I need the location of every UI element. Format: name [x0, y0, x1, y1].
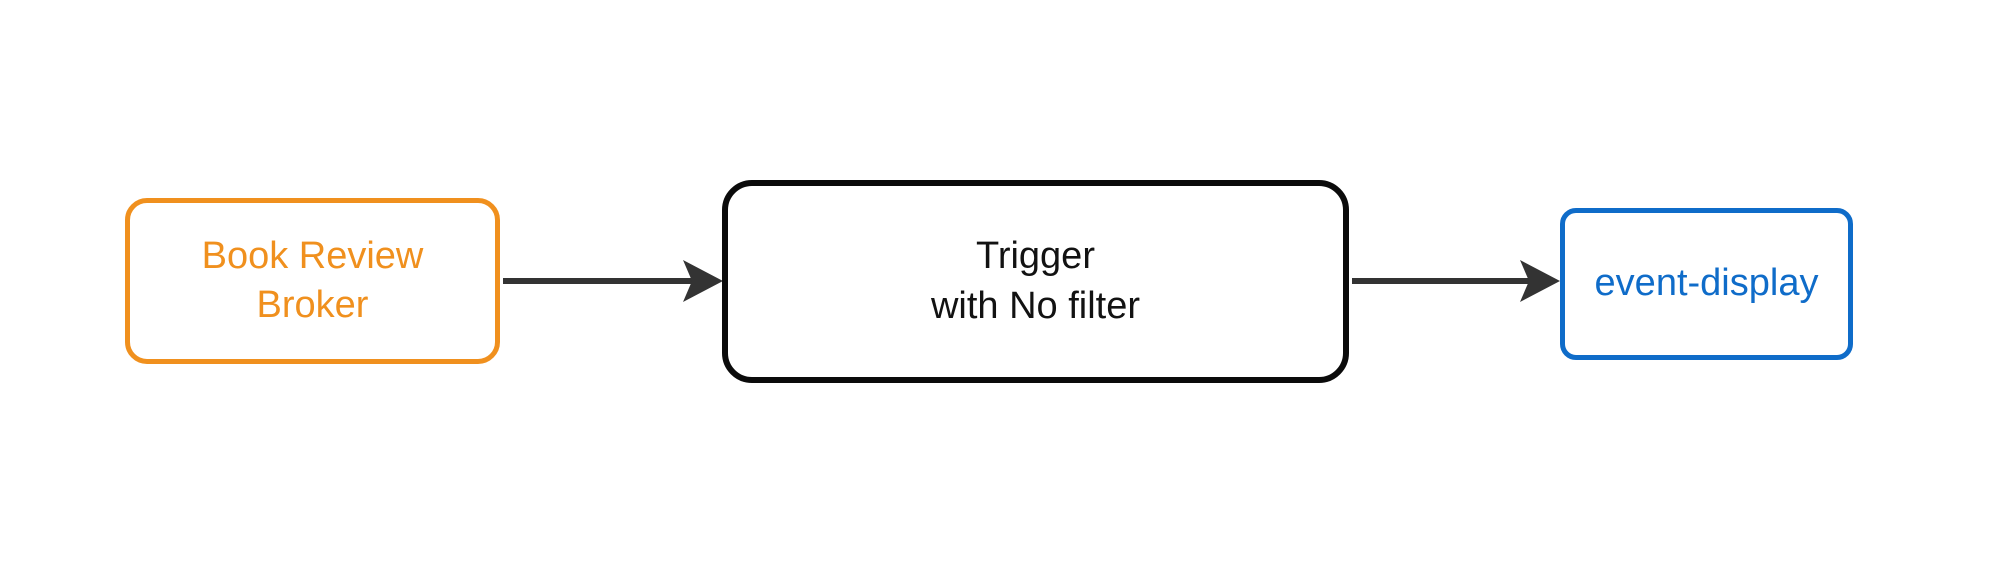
node-label-trigger: Trigger with No filter: [930, 235, 1141, 327]
node-trigger-with-no-filter[interactable]: Trigger with No filter: [722, 180, 1349, 383]
node-label-sink: event-display: [1594, 262, 1819, 305]
node-event-display[interactable]: event-display: [1560, 208, 1853, 360]
arrowhead-icon: [683, 260, 723, 302]
arrowhead-icon: [1520, 260, 1560, 302]
edge-trigger-to-sink: [1352, 260, 1560, 302]
node-book-review-broker[interactable]: Book Review Broker: [125, 198, 500, 364]
node-label-broker: Book Review Broker: [201, 234, 424, 326]
edge-broker-to-trigger: [503, 260, 723, 302]
